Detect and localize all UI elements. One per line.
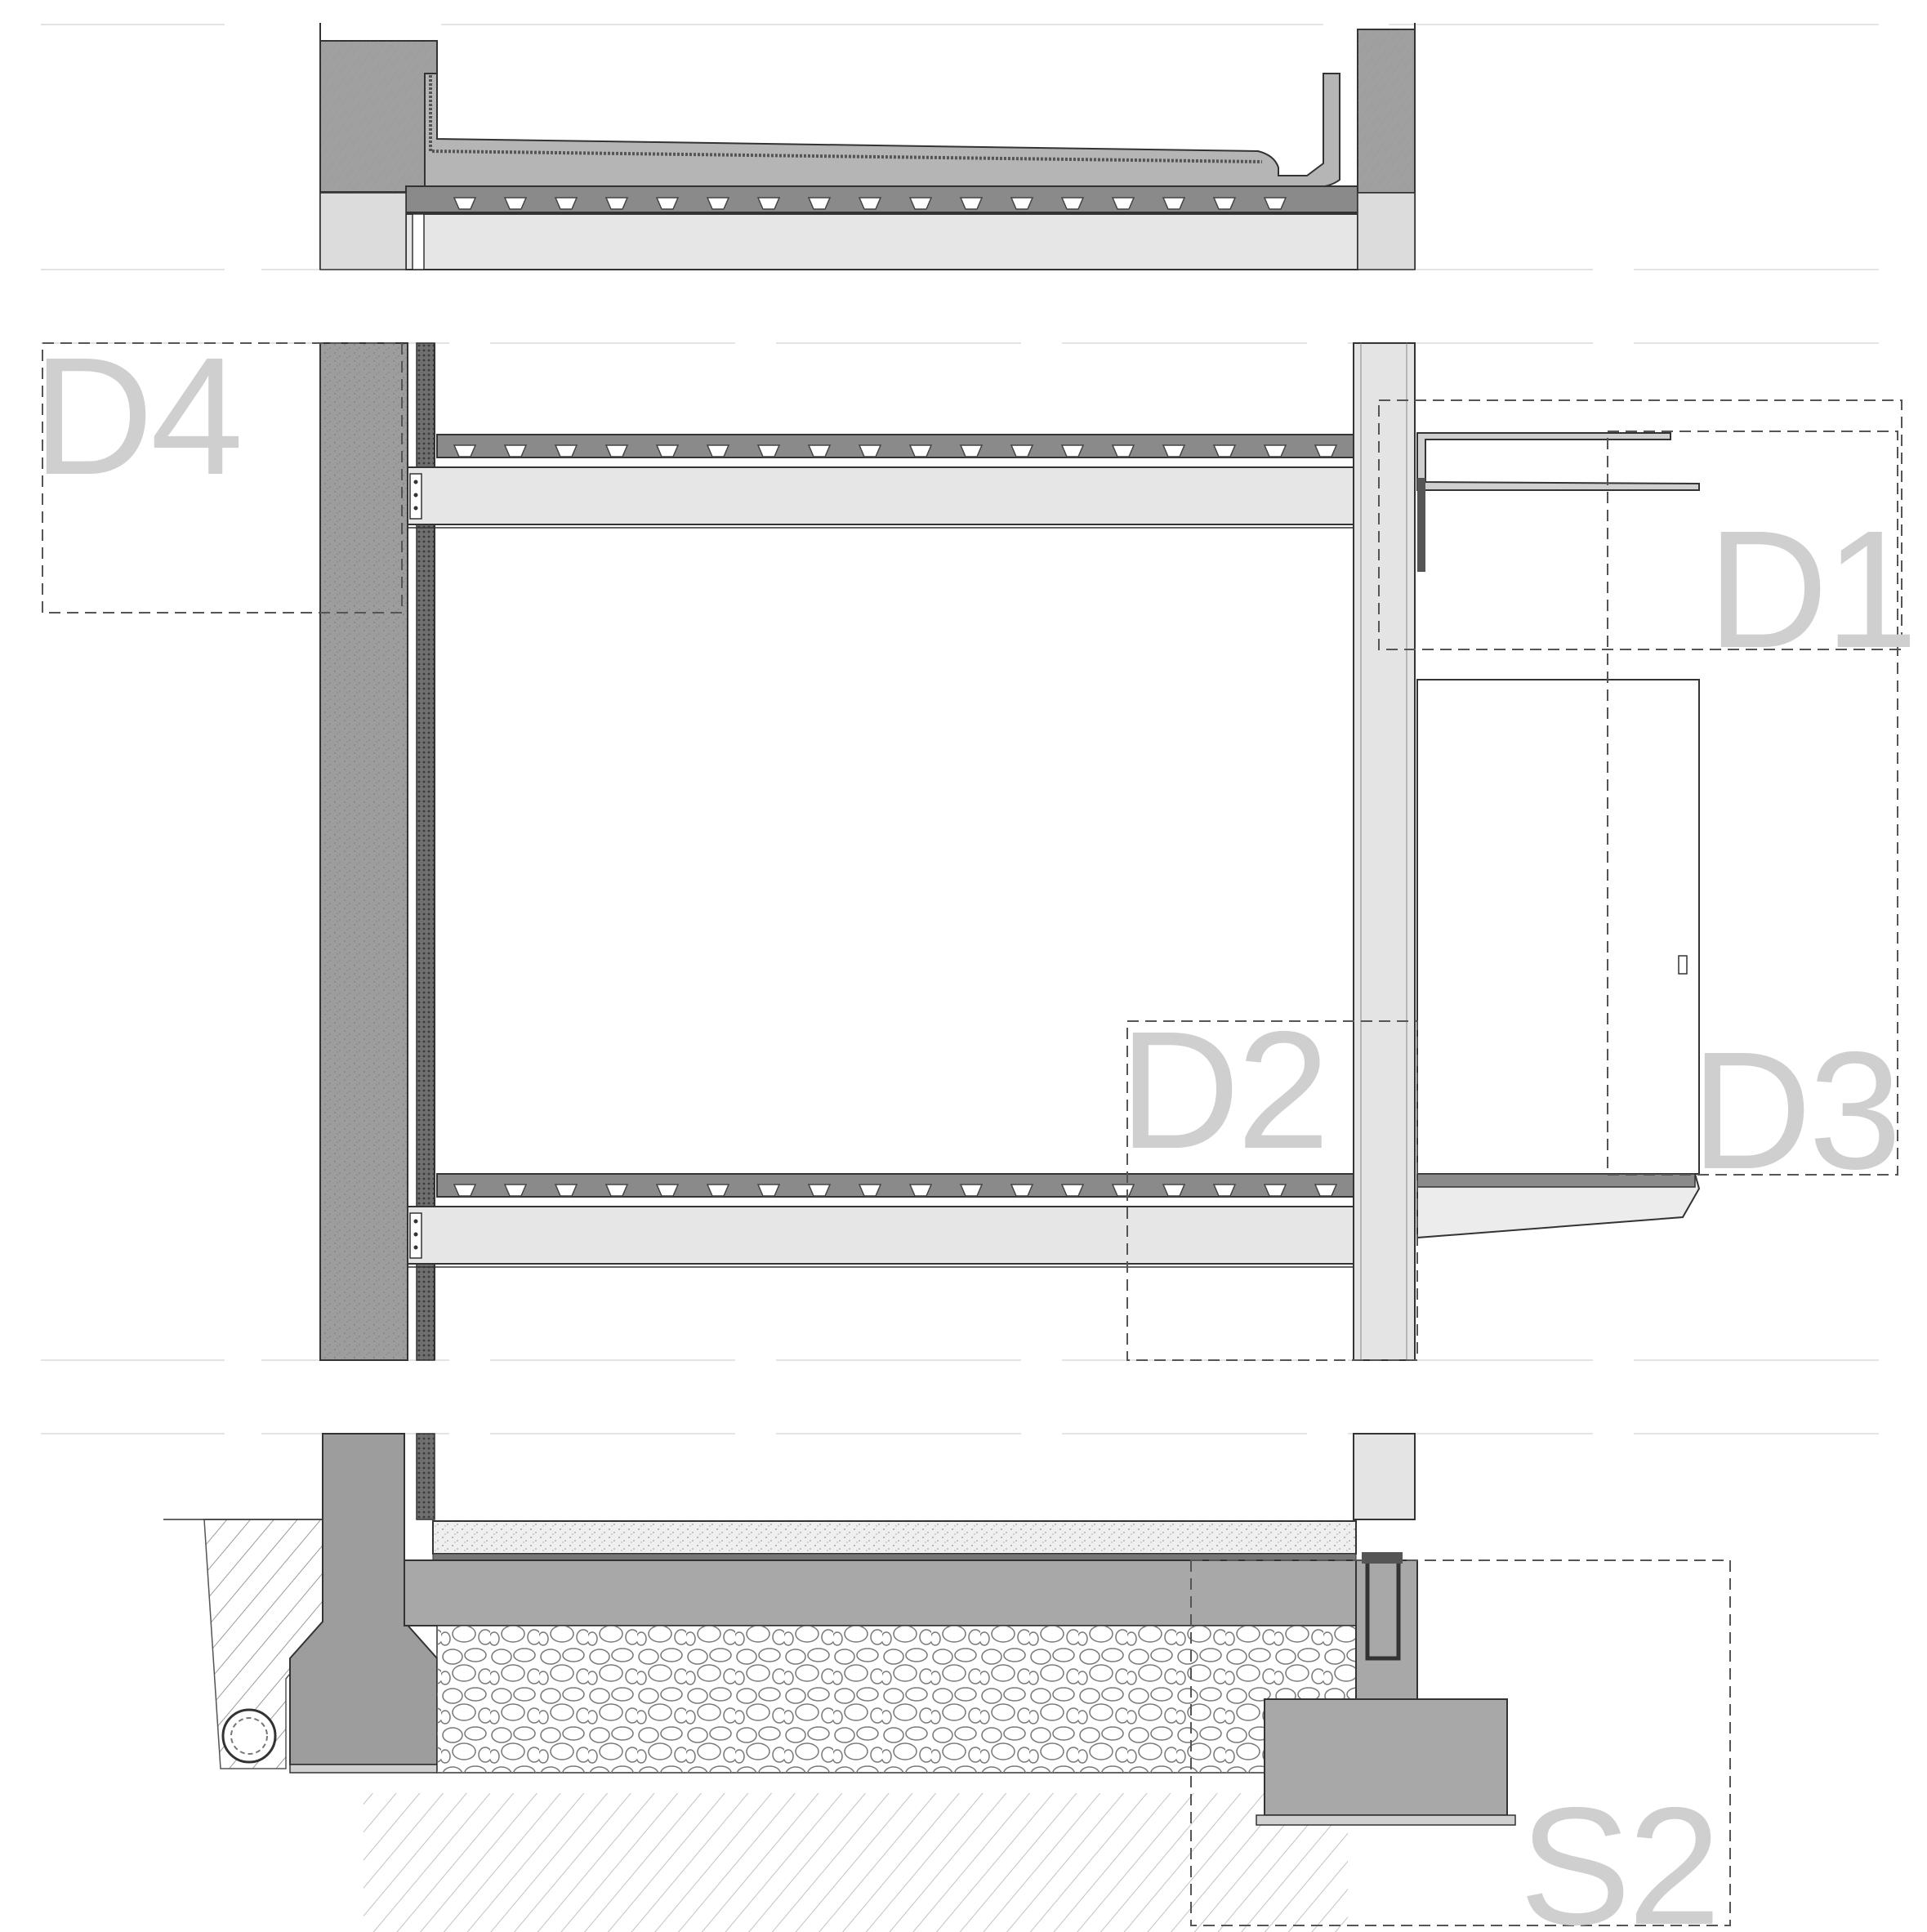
detail-callout-boxes <box>42 342 1902 1926</box>
foundation-section <box>163 1433 1516 1932</box>
callout-label-d4: D4 <box>33 323 240 510</box>
callout-box-d4 <box>42 342 403 614</box>
callout-box-d3 <box>1607 431 1898 1176</box>
roof-section <box>319 23 1416 270</box>
callout-box-d1 <box>1378 399 1902 650</box>
callout-label-d1: D1 <box>1707 496 1915 683</box>
middle-section <box>319 342 1701 1361</box>
callout-label-d3: D3 <box>1691 1017 1898 1204</box>
callout-box-d2 <box>1126 1020 1418 1361</box>
callout-label-s2: S2 <box>1519 1773 1718 1932</box>
callout-label-d2: D2 <box>1119 997 1327 1184</box>
callout-box-s2 <box>1190 1559 1731 1926</box>
